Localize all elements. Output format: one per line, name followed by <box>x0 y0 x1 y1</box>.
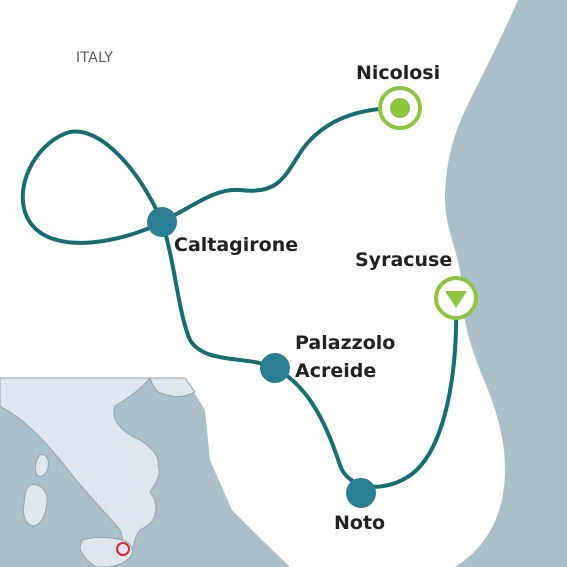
caltagirone-label: Caltagirone <box>174 234 299 256</box>
inset-sardinia <box>22 484 48 527</box>
sea-area <box>445 0 567 567</box>
noto-label: Noto <box>334 512 386 534</box>
palazzolo-label-line1: Palazzolo <box>295 332 396 354</box>
route-line <box>20 106 459 489</box>
end-triangle-icon <box>434 276 478 320</box>
syracuse-label: Syracuse <box>355 249 453 271</box>
inset-corsica <box>34 454 49 477</box>
location-circle-icon <box>116 542 130 556</box>
noto-stop-dot <box>346 478 376 508</box>
start-circle-icon <box>378 86 422 130</box>
inset-balkans <box>149 377 196 398</box>
nicolosi-label: Nicolosi <box>356 62 441 84</box>
inset-mainland <box>0 377 160 557</box>
country-label: ITALY <box>76 50 114 66</box>
italy-inset-map <box>0 377 290 567</box>
palazzolo-acreide-stop-dot <box>260 353 290 383</box>
caltagirone-stop-dot <box>147 207 177 237</box>
palazzolo-label-line2: Acreide <box>295 360 377 382</box>
